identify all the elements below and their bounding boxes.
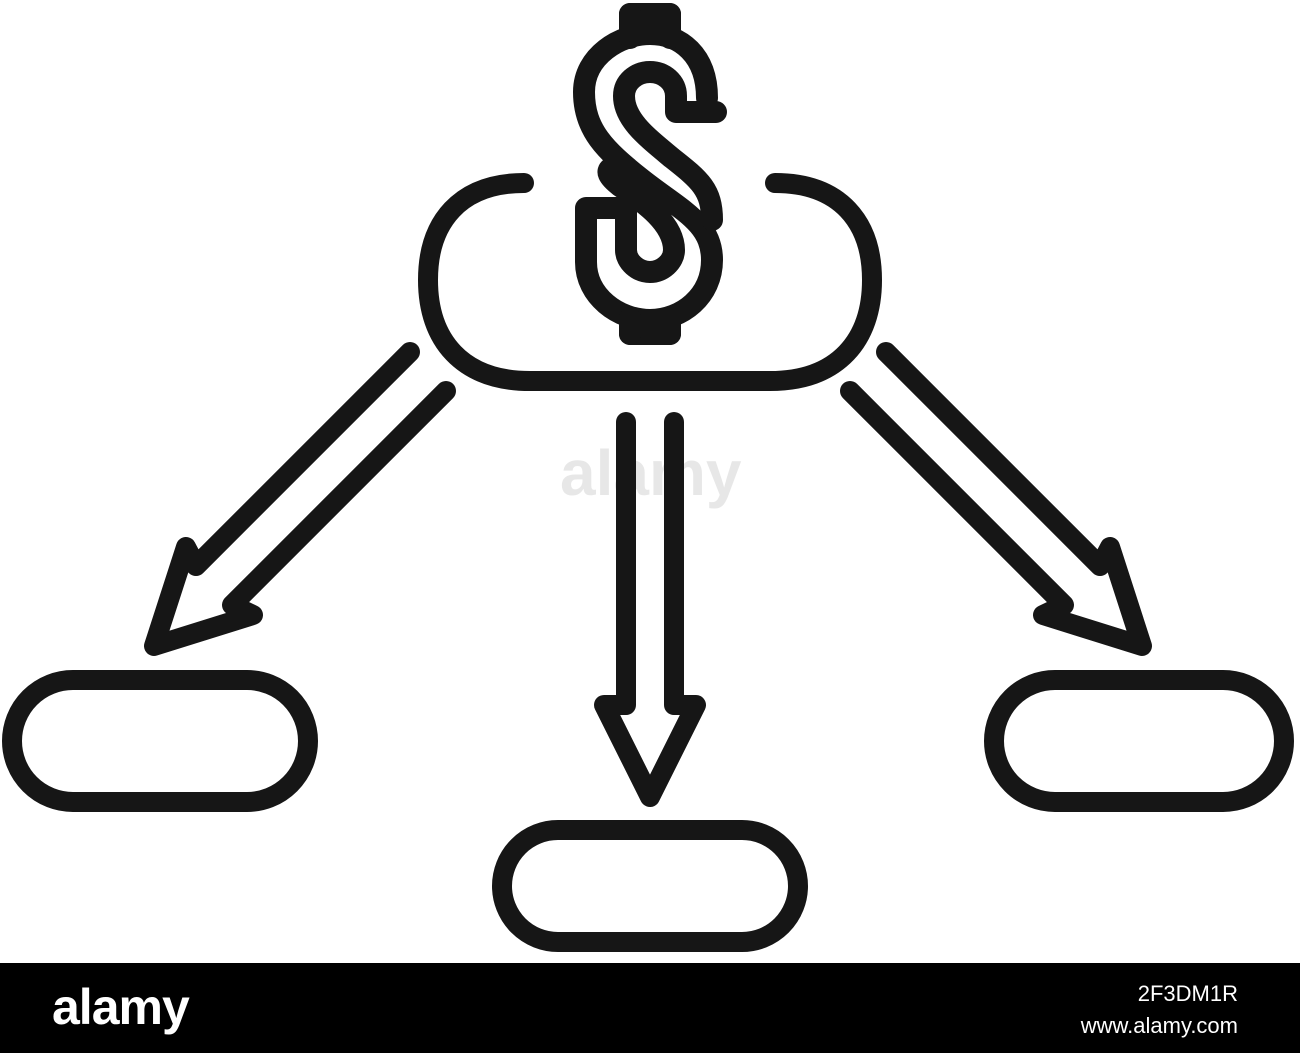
- watermark-text: alamy: [560, 437, 742, 509]
- right-arrow: [840, 342, 1152, 656]
- site-url-link[interactable]: www.alamy.com: [1080, 1013, 1238, 1038]
- footer-bar: alamy 2F3DM1R www.alamy.com: [0, 963, 1300, 1053]
- money-cloud-icon: [418, 173, 882, 391]
- watermark: alamy: [560, 437, 742, 509]
- center-box: [492, 820, 808, 952]
- left-box: [2, 670, 318, 812]
- image-id-label: 2F3DM1R: [1137, 981, 1238, 1006]
- brand-logo[interactable]: alamy: [52, 979, 190, 1035]
- dollar-sign-icon: [573, 3, 727, 345]
- right-box: [984, 670, 1294, 812]
- left-arrow: [144, 342, 456, 656]
- down-arrow: [594, 412, 706, 807]
- money-distribution-diagram: alamy: [2, 3, 1294, 952]
